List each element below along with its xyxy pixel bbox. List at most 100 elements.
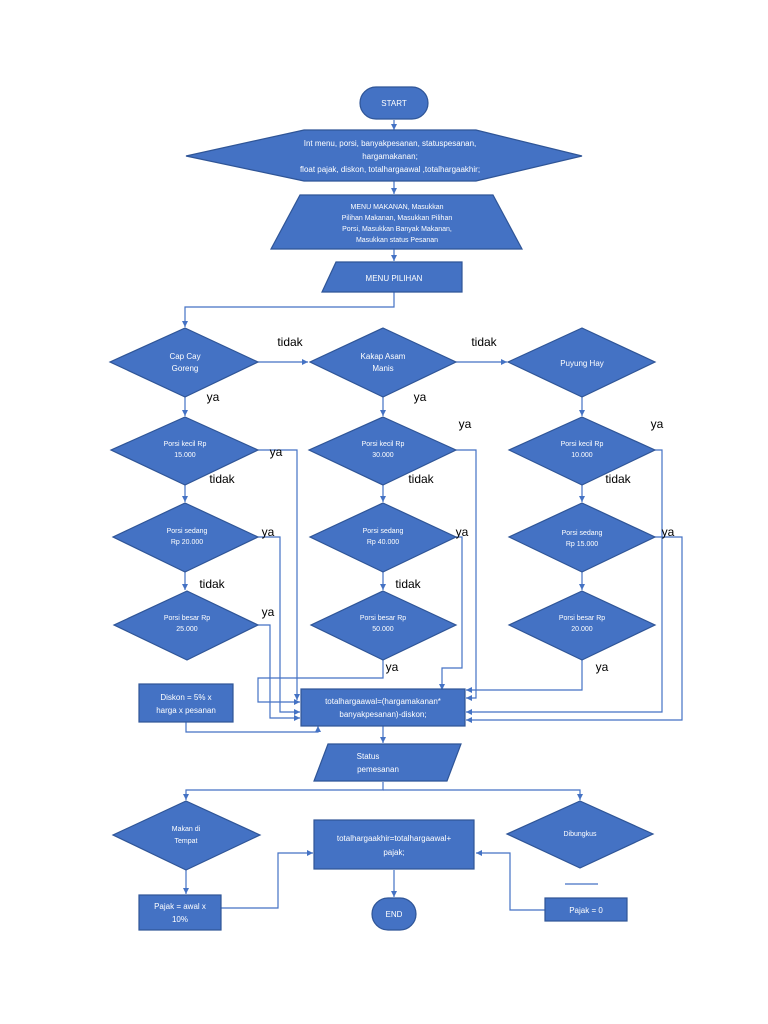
svg-text:totalhargaawal=(hargamakanan*: totalhargaawal=(hargamakanan*: [325, 697, 441, 706]
process-total-akhir: totalhargaakhir=totalhargaawal+ pajak;: [313, 819, 475, 870]
label-ya-1: ya: [207, 390, 220, 404]
svg-text:START: START: [381, 99, 407, 108]
process-total-awal: totalhargaawal=(hargamakanan* banyakpesa…: [300, 688, 466, 727]
edge-menupilihan-menu1: [182, 292, 395, 327]
label-ya-9: ya: [262, 605, 275, 619]
svg-text:banyakpesanan)-diskon;: banyakpesanan)-diskon;: [339, 710, 426, 719]
label-tidak-7: tidak: [395, 577, 421, 591]
svg-text:25.000: 25.000: [176, 626, 198, 633]
svg-text:Rp 20.000: Rp 20.000: [171, 539, 203, 546]
svg-text:15.000: 15.000: [174, 452, 196, 459]
decision-menu3: Puyung Hay: [506, 327, 657, 398]
decision-makan-tempat: Makan di Tempat: [111, 800, 262, 871]
edge-m3kecil-ya: [466, 449, 663, 715]
label-tidak-4: tidak: [408, 472, 434, 486]
edge-status-makan: [183, 782, 384, 800]
svg-text:Pilihan Makanan, Masukkan Pili: Pilihan Makanan, Masukkan Pilihan: [342, 215, 453, 222]
branch-labels: tidak tidak ya ya ya ya ya tidak tidak t…: [199, 335, 674, 674]
label-ya-2: ya: [414, 390, 427, 404]
edges: [182, 120, 683, 911]
edge-m2kecil-ya: [456, 449, 477, 701]
svg-text:Porsi besar Rp: Porsi besar Rp: [360, 615, 406, 622]
svg-text:Status: Status: [357, 752, 380, 761]
svg-text:Pajak = 0: Pajak = 0: [569, 906, 603, 915]
svg-text:Dibungkus: Dibungkus: [563, 831, 597, 838]
edge-m1sedang-ya: [258, 536, 300, 715]
svg-text:MENU MAKANAN, Masukkan: MENU MAKANAN, Masukkan: [351, 204, 444, 211]
svg-text:Tempat: Tempat: [175, 838, 198, 845]
process-diskon: Diskon = 5% x harga x pesanan: [138, 683, 234, 723]
svg-text:Puyung Hay: Puyung Hay: [560, 359, 604, 368]
svg-text:Porsi sedang: Porsi sedang: [562, 530, 603, 537]
svg-text:Porsi kecil Rp: Porsi kecil Rp: [164, 441, 207, 448]
node-end: END: [371, 897, 417, 931]
label-ya-6: ya: [262, 525, 275, 539]
svg-text:END: END: [386, 910, 403, 919]
decision-m3-kecil: Porsi kecil Rp 10.000: [507, 416, 657, 486]
svg-text:Pajak = awal x: Pajak = awal x: [154, 902, 206, 911]
label-ya-11: ya: [596, 660, 609, 674]
label-ya-3: ya: [459, 417, 472, 431]
svg-text:Porsi sedang: Porsi sedang: [363, 528, 404, 535]
edge-m1kecil-ya: [258, 449, 300, 700]
decision-dibungkus: Dibungkus: [505, 800, 655, 869]
edge-m2sedang-ya: [439, 536, 463, 690]
node-menu-pilihan: MENU PILIHAN: [321, 261, 463, 293]
label-tidak-5: tidak: [605, 472, 631, 486]
svg-text:Cap Cay: Cap Cay: [169, 352, 200, 361]
label-tidak-3: tidak: [209, 472, 235, 486]
label-tidak-2: tidak: [471, 335, 497, 349]
decision-m2-kecil: Porsi kecil Rp 30.000: [307, 416, 458, 486]
edge-pajak0-akhir: [476, 850, 545, 911]
svg-text:Goreng: Goreng: [172, 364, 199, 373]
process-pajak-10: Pajak = awal x 10%: [138, 894, 222, 931]
edge-status-bungkus: [383, 789, 583, 800]
svg-text:30.000: 30.000: [372, 452, 394, 459]
svg-text:Int menu, porsi, banyakpesanan: Int menu, porsi, banyakpesanan, statuspe…: [304, 139, 477, 148]
edge-m1besar-ya: [258, 624, 300, 721]
svg-text:20.000: 20.000: [571, 626, 593, 633]
label-ya-4: ya: [651, 417, 664, 431]
node-start: START: [359, 86, 429, 120]
svg-text:Porsi sedang: Porsi sedang: [167, 528, 208, 535]
svg-text:Manis: Manis: [372, 364, 393, 373]
decision-menu2: Kakap Asam Manis: [308, 327, 458, 398]
decision-m3-sedang: Porsi sedang Rp 15.000: [507, 502, 657, 573]
edge-pajak10-akhir: [221, 850, 313, 909]
label-tidak-6: tidak: [199, 577, 225, 591]
decision-m2-besar: Porsi besar Rp 50.000: [309, 590, 458, 661]
label-tidak-1: tidak: [277, 335, 303, 349]
svg-text:Rp 15.000: Rp 15.000: [566, 541, 598, 548]
svg-text:Porsi, Masukkan Banyak Makanan: Porsi, Masukkan Banyak Makanan,: [342, 226, 452, 233]
decision-m1-kecil: Porsi kecil Rp 15.000: [109, 416, 260, 486]
svg-text:pemesanan: pemesanan: [357, 765, 399, 774]
decision-m3-besar: Porsi besar Rp 20.000: [507, 590, 657, 661]
svg-text:hargamakanan;: hargamakanan;: [362, 152, 418, 161]
svg-text:Porsi kecil Rp: Porsi kecil Rp: [362, 441, 405, 448]
decision-menu1: Cap Cay Goreng: [108, 327, 260, 398]
svg-text:pajak;: pajak;: [383, 848, 404, 857]
label-ya-8: ya: [662, 525, 675, 539]
svg-text:10.000: 10.000: [571, 452, 593, 459]
svg-text:Makan di: Makan di: [172, 826, 201, 833]
svg-text:float pajak, diskon, totalharg: float pajak, diskon, totalhargaawal ,tot…: [300, 165, 480, 174]
decision-m1-sedang: Porsi sedang Rp 20.000: [111, 502, 260, 573]
svg-text:Diskon = 5% x: Diskon = 5% x: [160, 693, 211, 702]
label-ya-7: ya: [456, 525, 469, 539]
svg-text:Porsi besar Rp: Porsi besar Rp: [559, 615, 605, 622]
edge-m3besar-ya: [466, 660, 583, 693]
decision-m2-sedang: Porsi sedang Rp 40.000: [308, 502, 458, 573]
svg-text:totalhargaakhir=totalhargaawal: totalhargaakhir=totalhargaawal+: [337, 834, 452, 843]
label-ya-5: ya: [270, 445, 283, 459]
svg-text:50.000: 50.000: [372, 626, 394, 633]
edge-m2besar-ya: [257, 660, 384, 705]
svg-text:MENU PILIHAN: MENU PILIHAN: [366, 274, 423, 283]
io-status: Status pemesanan: [313, 743, 462, 782]
process-pajak-0: Pajak = 0: [544, 897, 628, 922]
edge-diskon-total: [185, 722, 321, 733]
edge-m3sedang-ya: [466, 536, 683, 723]
svg-text:Masukkan status Pesanan: Masukkan status Pesanan: [356, 237, 438, 244]
node-input-menu: MENU MAKANAN, Masukkan Pilihan Makanan, …: [269, 194, 524, 250]
svg-text:Rp 40.000: Rp 40.000: [367, 539, 399, 546]
